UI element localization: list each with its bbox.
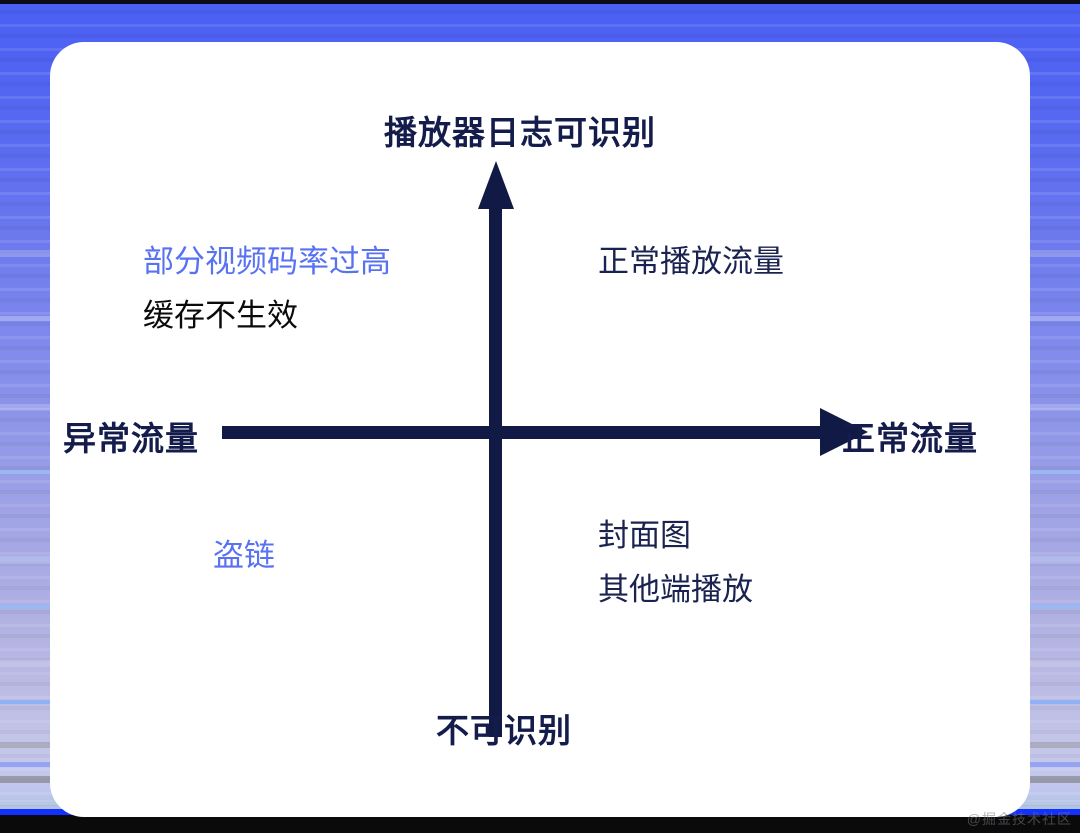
quadrant-top-left-item-2: 缓存不生效	[143, 298, 298, 333]
axis-label-right: 正常流量	[842, 420, 978, 457]
quadrant-bottom-right-item-2: 其他端播放	[598, 572, 753, 607]
axis-label-left: 异常流量	[63, 420, 199, 457]
quadrant-top-right-item-1: 正常播放流量	[598, 244, 784, 279]
background-bottom-dark-band	[0, 815, 1080, 833]
quadrant-bottom-left: 盗链	[213, 529, 275, 583]
quadrant-bottom-right-item-1: 封面图	[598, 518, 691, 553]
quadrant-top-right: 正常播放流量	[598, 235, 784, 289]
horizontal-axis-line	[222, 426, 862, 439]
vertical-axis-line	[489, 202, 502, 737]
axis-label-bottom: 不可识别	[436, 712, 572, 749]
quadrant-bottom-left-item-1: 盗链	[213, 538, 275, 573]
horizontal-axis-arrowhead-icon	[820, 408, 868, 456]
quadrant-top-left-item-1: 部分视频码率过高	[143, 244, 391, 279]
diagram-card: 播放器日志可识别 不可识别 异常流量 正常流量 部分视频码率过高 缓存不生效 正…	[50, 42, 1030, 817]
quadrant-top-left: 部分视频码率过高 缓存不生效	[143, 235, 391, 343]
watermark: @掘金技术社区	[966, 811, 1072, 827]
quadrant-bottom-right: 封面图 其他端播放	[598, 509, 753, 617]
background-top-edge	[0, 0, 1080, 4]
axis-label-top: 播放器日志可识别	[384, 114, 656, 151]
vertical-axis-arrowhead-icon	[478, 161, 514, 209]
